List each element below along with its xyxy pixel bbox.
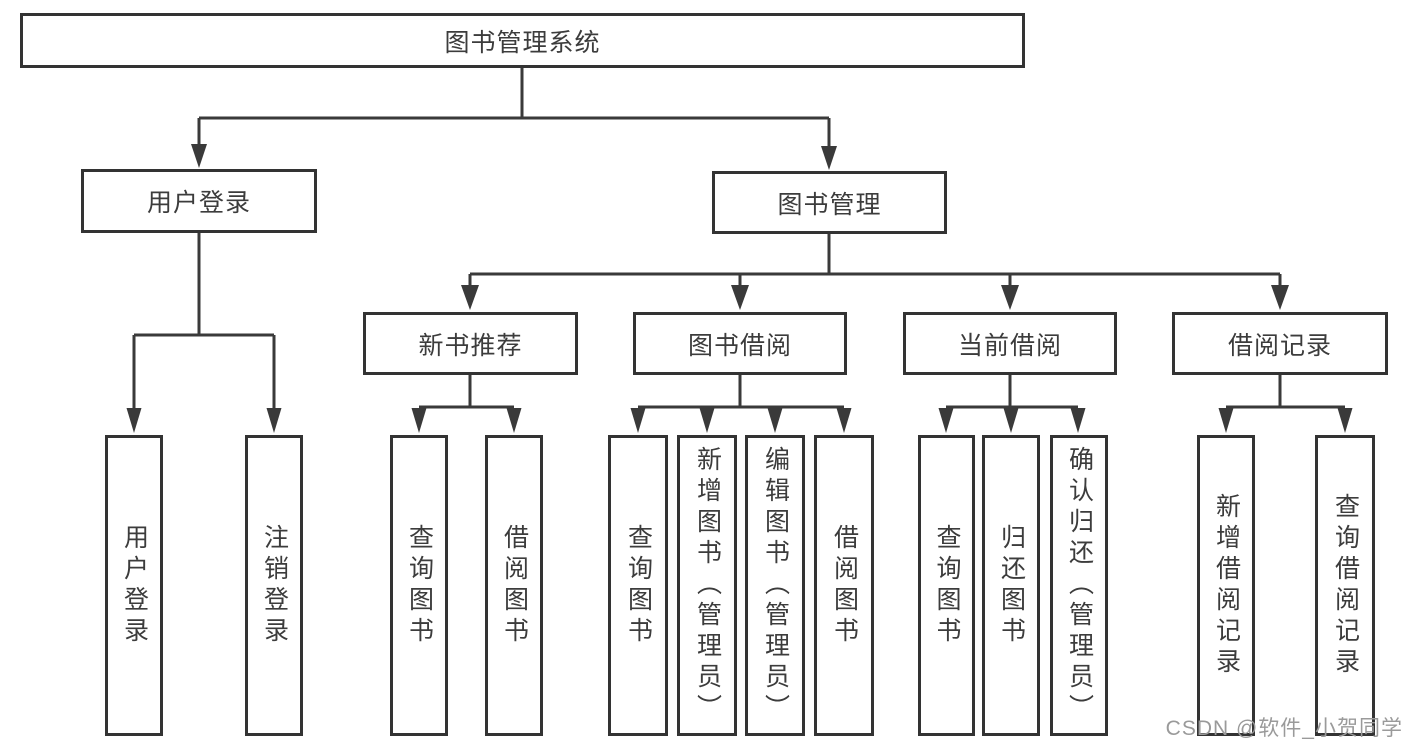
connector-book-management bbox=[461, 234, 1289, 310]
connector-user-login bbox=[126, 233, 282, 433]
leaf-logout: 注销登录 bbox=[245, 435, 303, 736]
node-root: 图书管理系统 bbox=[20, 13, 1025, 68]
node-user-login: 用户登录 bbox=[81, 169, 317, 233]
leaf-label: 查询图书 bbox=[405, 523, 434, 648]
leaf-borrow-books-2: 借阅图书 bbox=[814, 435, 874, 736]
leaf-label: 确认归还（管理员） bbox=[1065, 446, 1094, 725]
connector-section-2 bbox=[938, 375, 1086, 433]
leaf-edit-book-admin: 编辑图书（管理员） bbox=[745, 435, 805, 736]
csdn-watermark: CSDN @软件_小贺同学 bbox=[1165, 717, 1403, 740]
leaf-add-book-admin: 新增图书（管理员） bbox=[677, 435, 737, 736]
leaf-label: 新增图书（管理员） bbox=[693, 446, 722, 725]
leaf-query-books-2: 查询图书 bbox=[608, 435, 668, 736]
connector-section-1 bbox=[630, 375, 852, 433]
leaf-confirm-return-admin: 确认归还（管理员） bbox=[1050, 435, 1108, 736]
leaf-label: 新增借阅记录 bbox=[1212, 492, 1241, 679]
node-book-management-label: 图书管理 bbox=[777, 190, 882, 219]
leaf-query-books-3: 查询图书 bbox=[918, 435, 975, 736]
node-root-label: 图书管理系统 bbox=[444, 28, 601, 57]
node-section-new-book-recommend: 新书推荐 bbox=[363, 312, 578, 375]
leaf-label: 查询借阅记录 bbox=[1331, 492, 1360, 679]
leaf-label: 归还图书 bbox=[997, 523, 1026, 648]
section-label: 借阅记录 bbox=[1227, 331, 1332, 360]
leaf-query-borrow-record: 查询借阅记录 bbox=[1315, 435, 1375, 736]
section-label: 当前借阅 bbox=[957, 331, 1062, 360]
leaf-label: 查询图书 bbox=[624, 523, 653, 648]
leaf-label: 查询图书 bbox=[933, 523, 961, 648]
leaf-user-login: 用户登录 bbox=[105, 435, 163, 736]
leaf-label: 借阅图书 bbox=[500, 523, 529, 648]
section-label: 图书借阅 bbox=[687, 331, 792, 360]
node-book-management: 图书管理 bbox=[712, 171, 947, 234]
leaf-label: 注销登录 bbox=[260, 523, 289, 648]
connector-section-0 bbox=[411, 375, 522, 433]
leaf-label: 用户登录 bbox=[120, 523, 149, 648]
leaf-query-books-1: 查询图书 bbox=[390, 435, 448, 736]
leaf-label: 借阅图书 bbox=[830, 523, 859, 648]
node-section-borrow-record: 借阅记录 bbox=[1172, 312, 1388, 375]
connector-section-3 bbox=[1218, 375, 1353, 433]
node-user-login-label: 用户登录 bbox=[146, 189, 251, 217]
leaf-add-borrow-record: 新增借阅记录 bbox=[1197, 435, 1255, 736]
leaf-borrow-books-1: 借阅图书 bbox=[485, 435, 543, 736]
leaf-return-book: 归还图书 bbox=[982, 435, 1040, 736]
node-section-current-borrow: 当前借阅 bbox=[903, 312, 1117, 375]
connector-root bbox=[191, 68, 837, 170]
node-section-book-borrow: 图书借阅 bbox=[633, 312, 847, 375]
leaf-label: 编辑图书（管理员） bbox=[761, 446, 790, 725]
section-label: 新书推荐 bbox=[418, 331, 523, 360]
